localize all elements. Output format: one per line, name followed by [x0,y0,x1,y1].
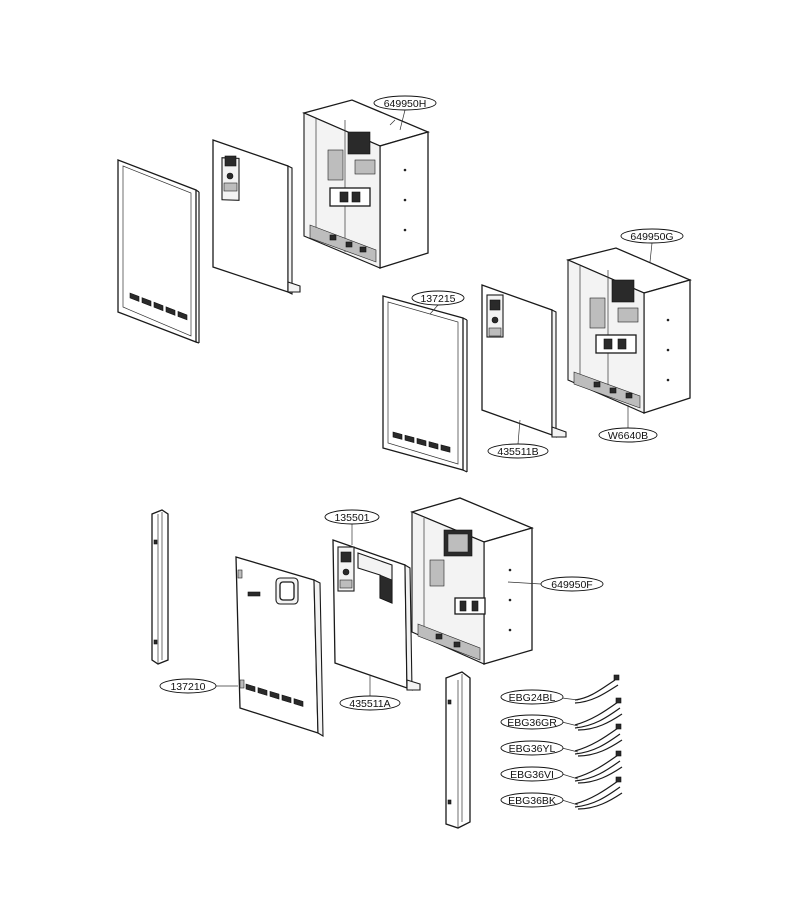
label-harness-3: EBG36YL [500,740,564,756]
svg-text:EBG36GR: EBG36GR [507,717,557,729]
harness-icon-1 [574,674,620,704]
side-rail-left [151,509,169,665]
harness-icon-3 [574,723,623,757]
label-harness-2: EBG36GR [500,714,564,730]
leader-lines [216,109,653,806]
door-panel-mid [481,284,567,438]
label-frame-mid: 137215 [411,290,465,306]
label-door-low: 137210 [159,678,217,694]
svg-text:435511A: 435511A [349,698,390,710]
cabinet-top [302,99,430,269]
label-harness-5: EBG36BK [500,792,564,808]
svg-text:EBG36YL: EBG36YL [509,743,556,755]
svg-text:137215: 137215 [420,293,455,305]
harness-icon-4 [574,750,623,784]
svg-text:EBG36BK: EBG36BK [508,795,556,807]
door-low [235,556,324,737]
svg-text:649950F: 649950F [551,579,592,591]
svg-text:W6640B: W6640B [608,430,648,442]
bracket-low [357,552,393,604]
door-panel-top [212,139,301,295]
label-cab-mid: 649950G [620,228,684,244]
side-rail-right [445,671,471,829]
cabinet-low [410,497,534,665]
harness-icon-5 [574,776,623,810]
label-cab-top: 649950H [373,95,437,111]
label-harness-1: EBG24BL [500,689,564,705]
harness-icon-2 [574,697,623,731]
svg-text:435511B: 435511B [497,446,538,458]
label-cable-mid: W6640B [598,427,658,443]
label-door-mid: 435511B [487,443,549,459]
frame-panel-top [117,159,200,344]
cabinet-mid [565,247,692,414]
svg-text:649950H: 649950H [384,98,427,110]
label-harness-4: EBG36VI [500,766,564,782]
label-bracket-low: 135501 [324,509,380,525]
svg-text:EBG24BL: EBG24BL [509,692,556,704]
label-cab-low: 649950F [540,576,604,592]
svg-text:649950G: 649950G [630,231,673,243]
frame-panel-mid [382,295,468,473]
label-panel-low: 435511A [339,695,401,711]
svg-text:135501: 135501 [334,512,369,524]
svg-text:137210: 137210 [170,681,205,693]
svg-text:EBG36VI: EBG36VI [510,769,554,781]
